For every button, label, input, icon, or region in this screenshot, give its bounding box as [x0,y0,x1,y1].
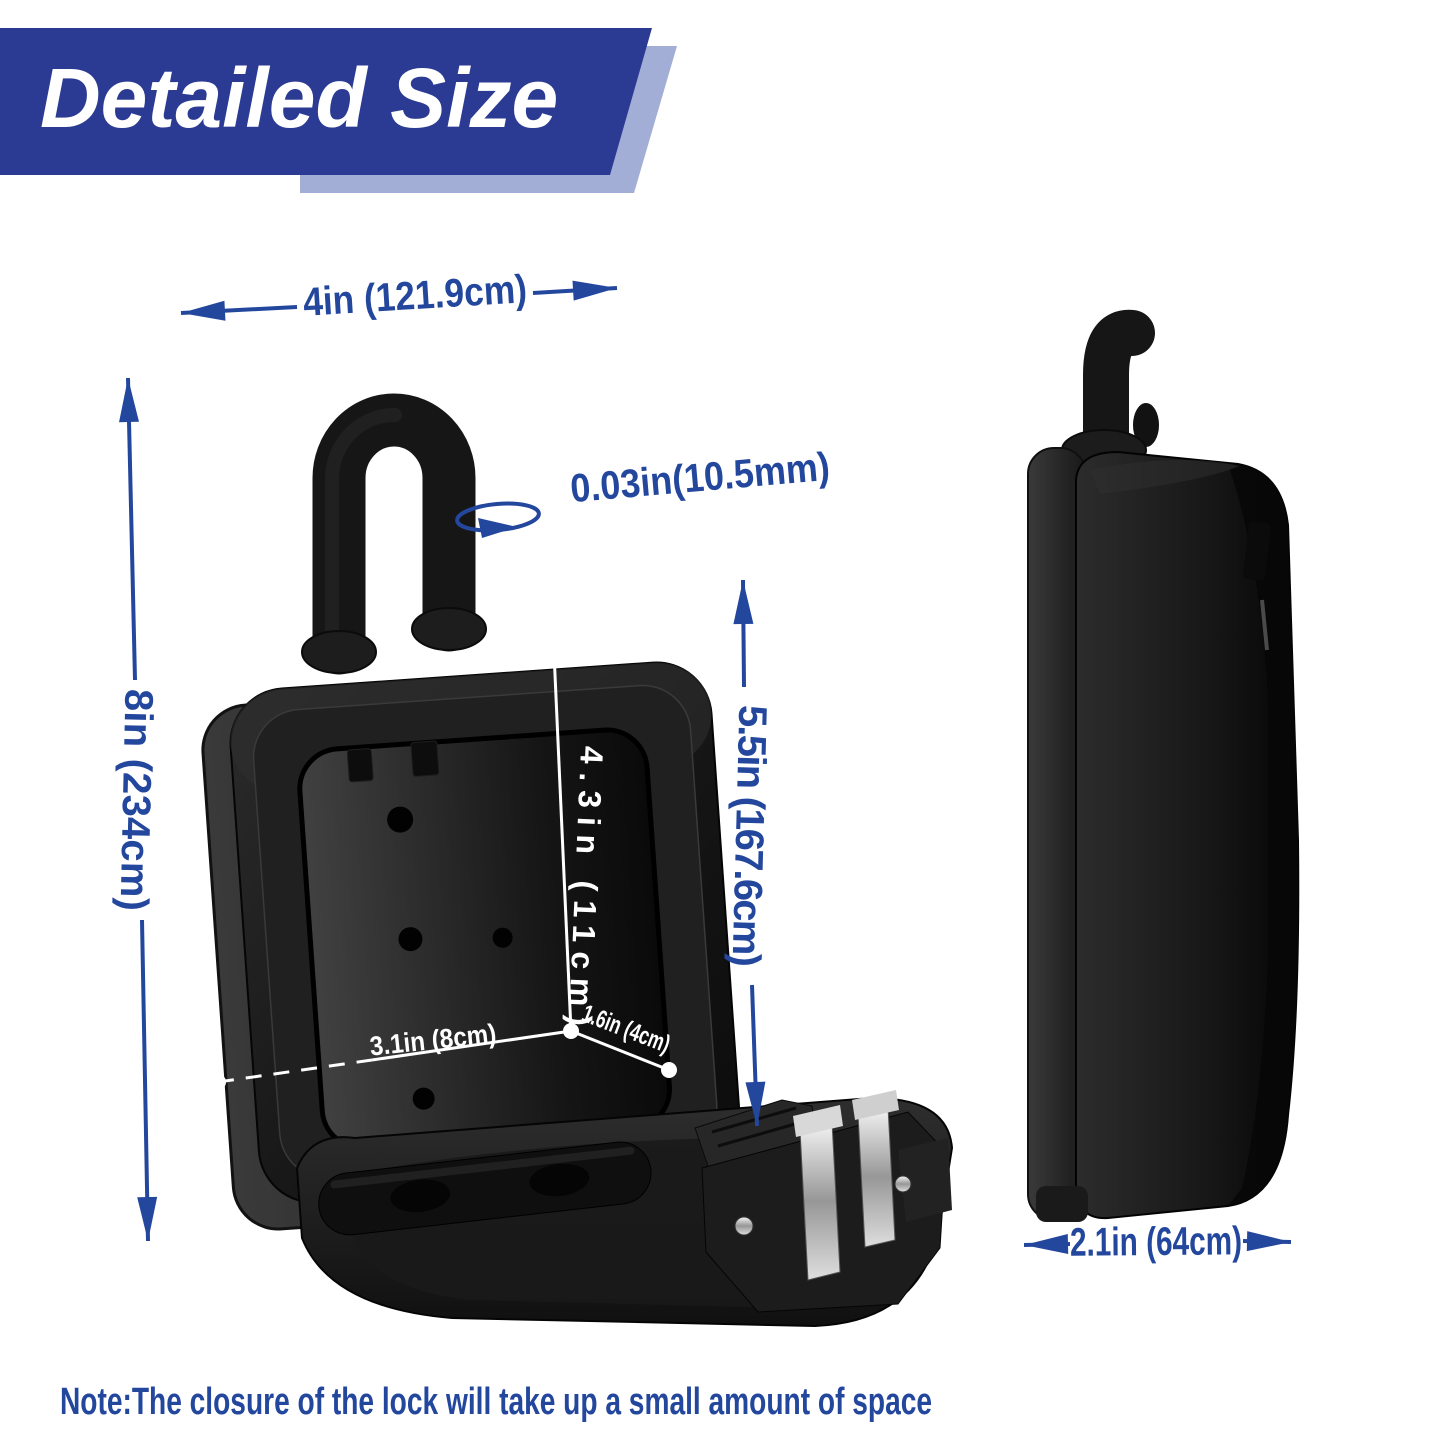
mounting-hole [387,806,414,833]
dimension-line [570,1029,670,1072]
latch-screw [894,1175,912,1193]
page-title: Detailed Size [40,51,558,145]
dimension-line [733,579,754,688]
side-bottom-foot [1036,1186,1088,1222]
measurement-dot [544,621,562,639]
latch-screw [734,1216,754,1236]
interior-tab-right [410,740,440,777]
interior-opening [297,727,672,1151]
lockbox-front-view [201,393,954,1328]
lockbox-side-view [1027,309,1300,1222]
side-latch-pin [1260,599,1269,651]
dimension-line [532,280,618,301]
dimension-line [137,919,158,1242]
dim-depth: 2.1in (64cm) [1023,1219,1292,1265]
shackle-highlight [325,407,402,647]
overall-height-label: 8in (234cm) [111,689,160,912]
hinge-highlight [330,1146,635,1189]
latch-clip-right [857,1106,896,1248]
depth-dimension-label: 2.1in (64cm) [1070,1219,1242,1264]
latch-right-block [898,1138,952,1222]
dimension-line [180,300,298,321]
dimension-line [1242,1231,1292,1252]
dim-overall-height: 8in (234cm) [111,377,161,1242]
dim-width: 4in (121.9cm) [180,267,618,325]
side-front-edge [1228,464,1299,1206]
shackle-diameter-arrowhead [478,518,517,538]
latch-mechanism [694,1090,952,1313]
mounting-hole [398,927,423,952]
hinge-dimple [529,1163,590,1197]
mounting-hole [492,927,513,948]
dim-body-height: 5.5in (167.6cm) [724,579,775,1127]
dimension-line [1023,1234,1071,1255]
side-top-sheen [1090,459,1240,494]
note-text: Note:The closure of the lock will take u… [60,1381,932,1423]
hinge-dimple [390,1179,451,1213]
side-shackle-tip [1133,403,1159,447]
shackle-diameter-label: 0.03in(10.5mm) [569,445,832,511]
banner-background [0,28,652,175]
banner: Detailed Size [0,28,677,193]
measurement-dot [661,1062,677,1078]
door-hinge [318,1141,652,1236]
front-body [201,661,742,1231]
latch-clip-left-cap [793,1105,843,1137]
shackle-collar-right [411,607,487,651]
dimension-line [745,984,766,1127]
dimension-line [551,629,573,1032]
front-shackle [301,393,487,675]
dim-shackle-diameter: 0.03in(10.5mm) [455,445,832,538]
front-door [295,1090,954,1328]
shackle-collar-left [301,630,377,674]
dimension-line [119,377,140,681]
dimension-line [371,1029,572,1062]
side-shackle [1083,309,1155,475]
mounting-hole [412,1087,435,1110]
width-dimension-label: 4in (121.9cm) [302,267,528,325]
body-height-label: 5.5in (167.6cm) [724,704,775,967]
side-latch-detail [1243,521,1271,581]
latch-clip-right-cap [852,1090,899,1120]
interior-tab-left [346,748,374,783]
